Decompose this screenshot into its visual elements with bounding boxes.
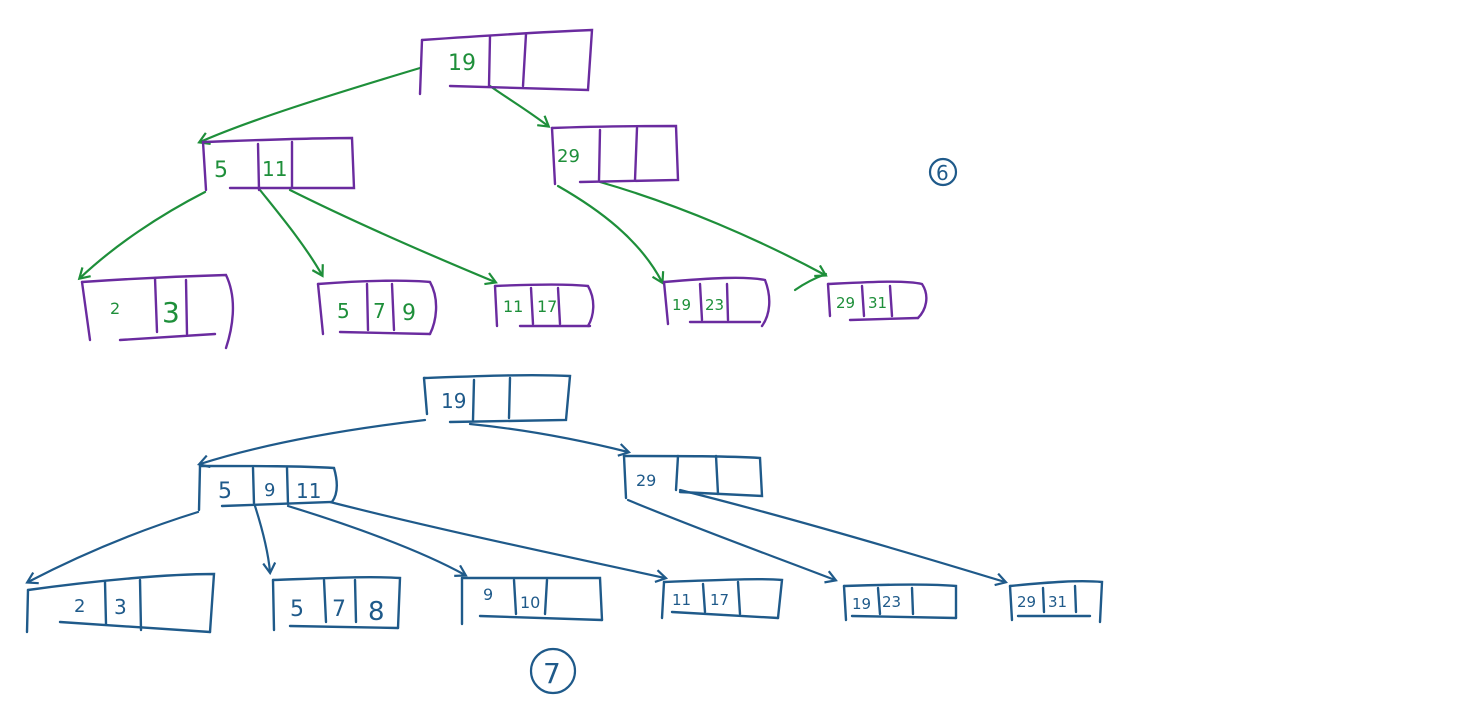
- tree6-leaf4-key2: 23: [705, 296, 724, 314]
- edge-right-leaf4: [556, 184, 665, 285]
- tree7-right-key1: 29: [636, 471, 656, 490]
- tree7-root-key1: 19: [441, 389, 466, 413]
- tree6-label-circle: [928, 157, 958, 187]
- tree7-left-key2: 9: [264, 480, 275, 501]
- tree6-leaf2-key1: 5: [337, 299, 350, 323]
- tree6-leaf1: [80, 273, 235, 350]
- tree6-leaf3: [493, 283, 595, 328]
- edge7-right-leaf5: [626, 498, 838, 584]
- edge7-left-leaf1: [25, 510, 200, 585]
- tree7-leaf6-key2: 31: [1048, 593, 1067, 611]
- tree6-left-key1: 5: [214, 158, 228, 183]
- tree6-left-node: [201, 136, 356, 192]
- tree6-leaf2: [316, 279, 438, 336]
- edge-left-leaf1: [77, 190, 207, 281]
- tree7-leaf2-key3: 8: [368, 597, 385, 627]
- tree-6-edges: [77, 66, 828, 292]
- tree7-leaf5-key2: 23: [882, 593, 901, 611]
- tree6-leaf2-key3: 9: [402, 301, 416, 326]
- edge7-left-leaf2: [253, 504, 277, 576]
- tree7-leaf5-key1: 19: [852, 595, 871, 613]
- tree7-left-key3: 11: [296, 479, 321, 503]
- tree6-leaf1-key2: 3: [162, 296, 180, 329]
- tree6-leaf3-key1: 11: [503, 297, 523, 316]
- tree6-root-node: [418, 28, 594, 96]
- tree7-leaf4: [660, 577, 784, 620]
- tree6-leaf5: [826, 280, 928, 322]
- edge-root-right: [488, 84, 551, 128]
- tree6-root-key1: 19: [448, 51, 476, 76]
- tree7-label-circle: [529, 647, 577, 695]
- tree-7: 19 5 9 11 29 2 3: [25, 373, 1104, 695]
- edge-left-leaf2: [258, 188, 324, 278]
- tree7-leaf3: [460, 576, 604, 626]
- tree7-leaf4-key2: 17: [710, 591, 729, 609]
- tree6-left-key2: 11: [262, 157, 287, 181]
- edge7-right-leaf6: [678, 488, 1009, 587]
- tree7-right-node: [622, 454, 764, 500]
- tree7-leaf5: [842, 583, 958, 622]
- tree7-label: 7: [543, 657, 561, 690]
- tree7-leaf1-key2: 3: [114, 595, 127, 619]
- tree7-leaf1: [25, 572, 216, 634]
- tree6-leaf2-key2: 7: [373, 299, 386, 323]
- tree7-left-node: [197, 464, 338, 512]
- tree7-leaf6: [1008, 580, 1104, 624]
- edge7-left-leaf4: [328, 500, 669, 583]
- edge-left-leaf3: [288, 188, 498, 286]
- edge7-root-right: [468, 422, 632, 457]
- tree7-leaf3-key1: 9: [483, 585, 493, 604]
- tree6-leaf4: [662, 276, 771, 328]
- tree7-leaf2-key2: 7: [332, 597, 346, 622]
- tree6-leaf5-key2: 31: [868, 294, 887, 312]
- tree6-right-node: [550, 124, 680, 186]
- tree7-leaf4-key1: 11: [672, 591, 691, 609]
- tree6-leaf4-key1: 19: [672, 296, 691, 314]
- tree7-root-node: [422, 373, 572, 424]
- edge7-root-left: [197, 418, 427, 469]
- edge7-left-leaf3: [286, 504, 468, 577]
- tree6-right-key1: 29: [557, 146, 580, 167]
- tree7-leaf2: [271, 575, 402, 632]
- edge-right-leaf5: [598, 180, 828, 278]
- tree-6: 19 5 11 29 2 3: [77, 28, 958, 350]
- tree7-leaf1-key1: 2: [74, 596, 85, 617]
- tree7-left-key1: 5: [218, 479, 232, 504]
- tree7-leaf2-key1: 5: [290, 597, 304, 622]
- edge-root-left: [197, 66, 422, 145]
- tree6-label: 6: [936, 161, 949, 185]
- edge-arrow-stub: [793, 272, 828, 292]
- tree-7-edges: [25, 418, 1009, 587]
- tree7-leaf6-key1: 29: [1017, 593, 1036, 611]
- tree6-leaf1-key1: 2: [110, 299, 120, 318]
- tree6-leaf5-key1: 29: [836, 294, 855, 312]
- tree6-leaf3-key2: 17: [537, 297, 557, 316]
- tree7-leaf3-key2: 10: [520, 593, 540, 612]
